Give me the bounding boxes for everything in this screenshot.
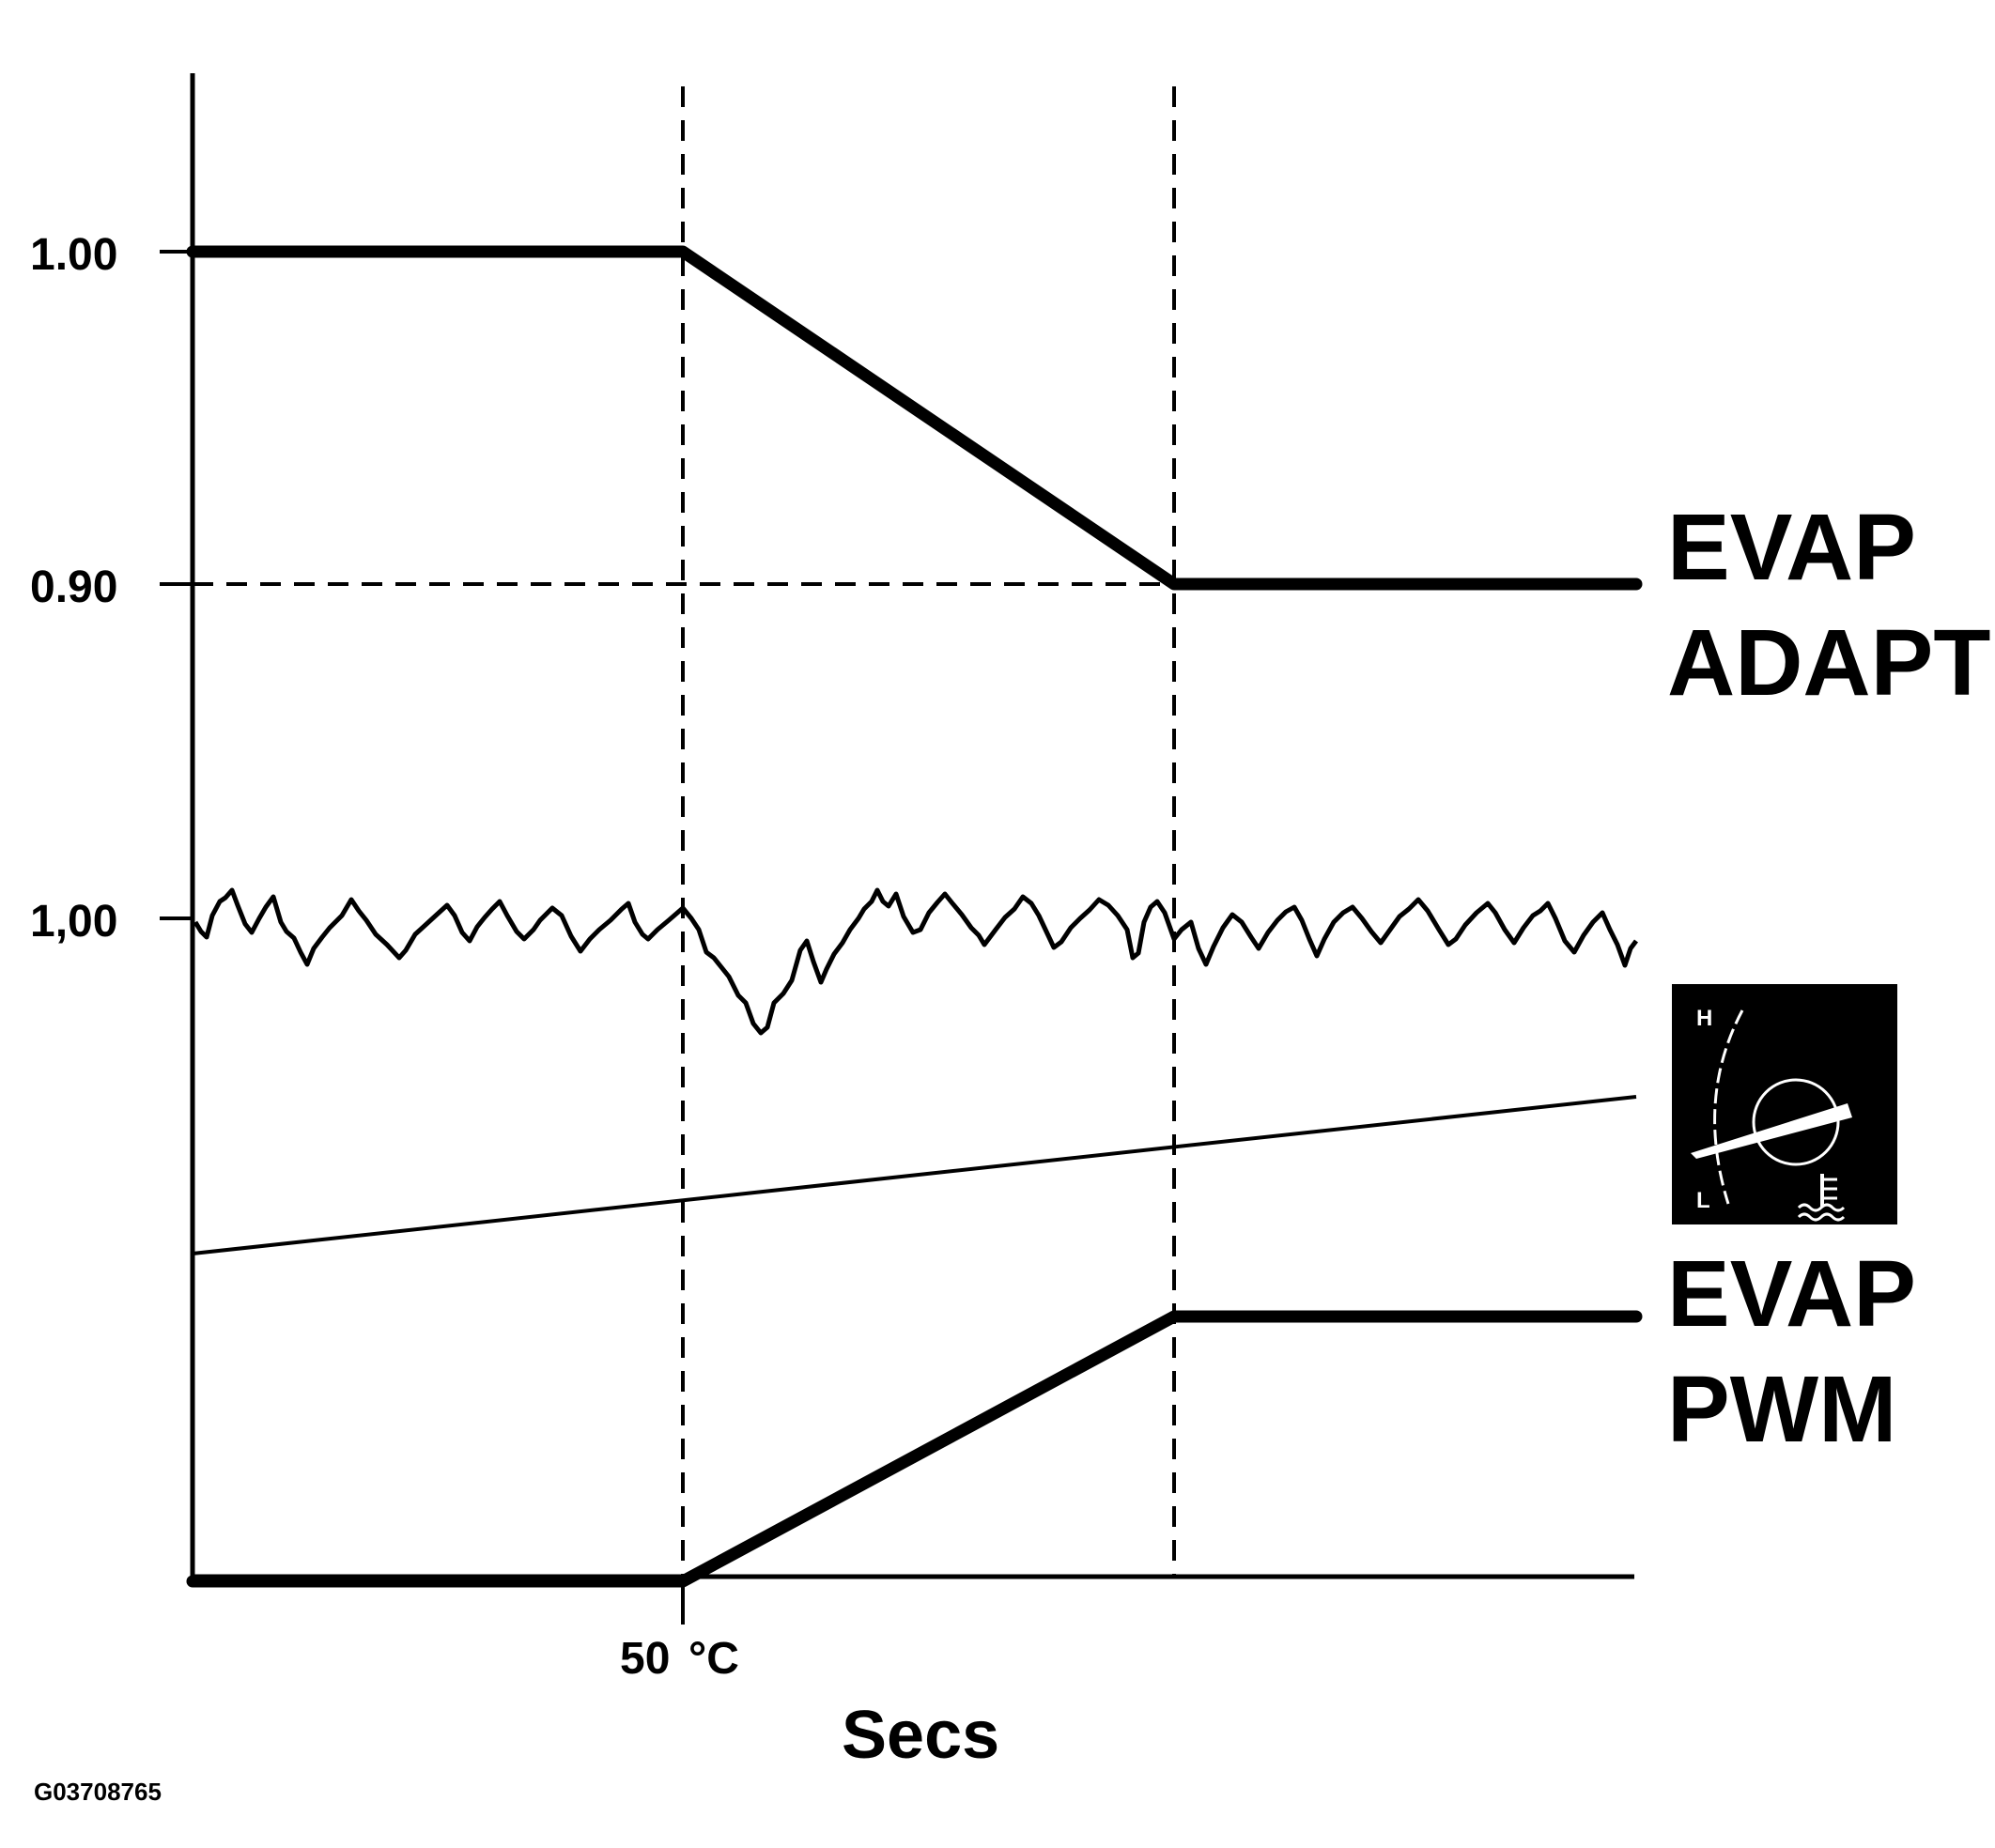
figure-id: G03708765 [34,1778,162,1806]
marker-50-unit: °C [688,1634,739,1684]
tick-label-lambda-ref: 1,00 [30,897,117,947]
evap-adapt-line [186,245,1643,591]
coolant-temp-line [192,1095,1637,1255]
lambda-signal-line [193,887,1638,1036]
x-axis-label: Secs [842,1698,999,1773]
label-evap-adapt-line2: ADAPT [1667,610,1990,716]
marker-50-value: 50 [620,1634,670,1684]
label-evap-adapt-line1: EVAP [1667,495,1916,600]
tick-label-adapt-high: 1.00 [30,230,117,280]
tick-label-adapt-low: 0.90 [30,562,117,612]
evap-pwm-line [186,1310,1643,1588]
label-evap-pwm-line1: EVAP [1667,1241,1916,1347]
label-evap-pwm-line2: PWM [1667,1357,1896,1462]
gauge-low-label: L [1696,1188,1710,1213]
coolant-gauge-icon: H L [1672,984,1897,1224]
gauge-high-label: H [1696,1006,1712,1031]
